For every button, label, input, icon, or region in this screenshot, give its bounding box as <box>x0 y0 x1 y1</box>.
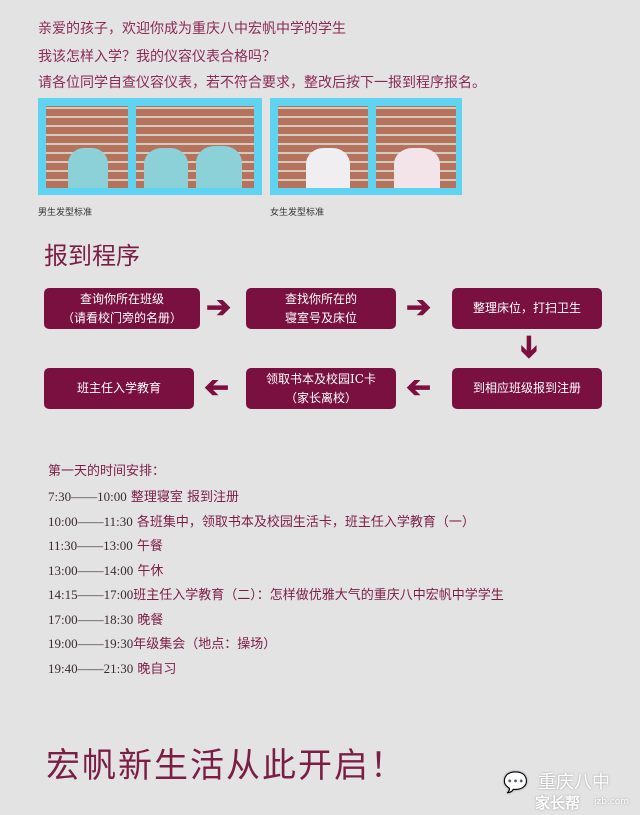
schedule-row: 10:00——11:30 各班集中，领取书本及校园生活卡，班主任入学教育（一） <box>48 511 475 530</box>
schedule-row: 13:00——14:00 午休 <box>48 560 163 579</box>
intro-line: 亲爱的孩子，欢迎你成为重庆八中宏帆中学的学生 <box>38 21 346 37</box>
girls-photo-panel <box>270 98 462 195</box>
schedule-time: 19:00——19:30 <box>48 636 134 651</box>
arrow-down-icon: ➔ <box>511 334 547 360</box>
schedule-activity: 晚餐 <box>133 612 164 628</box>
arrow-left-icon: ➔ <box>406 370 432 405</box>
step-3: 整理床位，打扫卫生 <box>452 288 602 329</box>
schedule-title: 第一天的时间安排： <box>48 464 166 479</box>
schedule-time: 17:00——18:30 <box>48 611 134 627</box>
girl-photo <box>278 106 368 188</box>
boy-photo <box>136 106 254 188</box>
boys-photo-panel <box>38 98 262 195</box>
arrow-right-icon: ➔ <box>406 290 432 325</box>
schedule-time: 13:00——14:00 <box>48 562 134 578</box>
intro-line: 请各位同学自查仪容仪表，若不符合要求，整改后按下一报到程序报名。 <box>38 75 486 91</box>
step-4: 到相应班级报到注册 <box>452 368 602 409</box>
schedule-activity: 整理寝室 报到注册 <box>126 490 239 505</box>
schedule-row: 11:30——13:00 午餐 <box>48 535 163 554</box>
schedule-activity: 晚自习 <box>133 661 177 677</box>
slogan: 宏帆新生活从此开启！ <box>46 746 406 786</box>
arrow-right-icon: ➔ <box>206 290 232 325</box>
girl-photo <box>376 106 456 188</box>
schedule-activity: 午餐 <box>132 539 163 554</box>
girls-caption: 女生发型标准 <box>270 208 325 218</box>
schedule-activity: 各班集中，领取书本及校园生活卡，班主任入学教育（一） <box>132 514 475 530</box>
schedule-row: 19:00——19:30年级集会（地点：操场） <box>48 633 276 652</box>
boy-photo <box>46 106 128 188</box>
schedule-row: 14:15——17:00班主任入学教育（二）：怎样做优雅大气的重庆八中宏帆中学学… <box>48 584 504 603</box>
schedule-activity: 班主任入学教育（二）：怎样做优雅大气的重庆八中宏帆中学学生 <box>133 588 504 603</box>
step-5: 领取书本及校园IC卡（家长离校） <box>246 368 396 409</box>
section-title: 报到程序 <box>44 242 140 270</box>
watermark-url: jzb.com <box>594 797 630 807</box>
schedule-row: 19:40——21:30 晚自习 <box>48 658 176 677</box>
boys-caption: 男生发型标准 <box>38 208 93 218</box>
arrow-left-icon: ➔ <box>204 370 230 405</box>
step-6: 班主任入学教育 <box>44 368 194 409</box>
intro-line: 我该怎样入学？我的仪容仪表合格吗？ <box>38 49 276 65</box>
schedule-activity: 年级集会（地点：操场） <box>133 637 277 652</box>
schedule-activity: 午休 <box>133 563 164 579</box>
schedule-time: 14:15——17:00 <box>48 587 134 602</box>
watermark-site: 家长帮 <box>535 794 581 812</box>
wechat-icon: 💬 <box>503 770 528 794</box>
schedule-time: 11:30——13:00 <box>48 538 133 553</box>
schedule-row: 7:30——10:00 整理寝室 报到注册 <box>48 486 239 505</box>
step-2: 查找你所在的寝室号及床位 <box>246 288 396 329</box>
schedule-row: 17:00——18:30 晚餐 <box>48 609 163 628</box>
step-1: 查询你所在班级（请看校门旁的名册） <box>44 288 200 329</box>
schedule-time: 10:00——11:30 <box>48 513 133 529</box>
schedule-time: 19:40——21:30 <box>48 660 134 676</box>
watermark-account: 重庆八中 <box>538 772 610 793</box>
schedule-time: 7:30——10:00 <box>48 489 127 504</box>
